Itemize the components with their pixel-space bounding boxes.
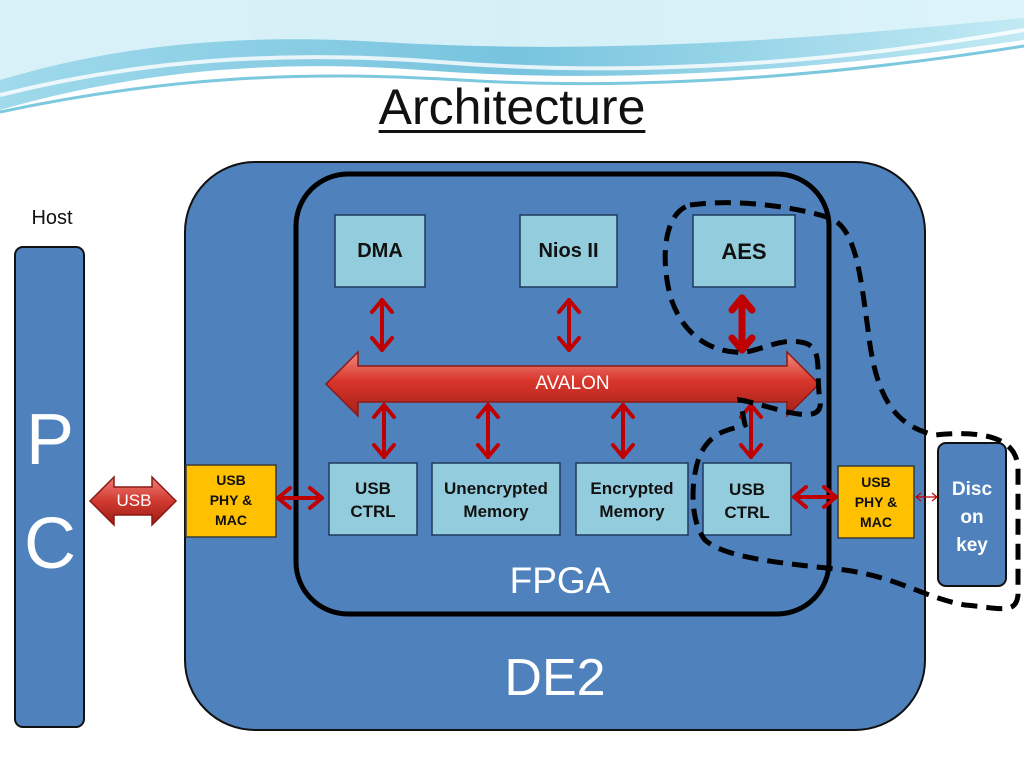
usb-arrow-label: USB (116, 491, 152, 510)
usb-phy-right-label: USB PHY & MAC (838, 472, 914, 532)
encrypted-bus-connector (611, 403, 635, 459)
nios-bus-connector (557, 298, 581, 352)
usb-ctrl-left-module[interactable] (328, 462, 418, 536)
secure-boundary-outline (662, 200, 1021, 612)
usb-phy-right[interactable] (837, 465, 915, 539)
usb-ctrl-left-bus-connector (372, 403, 396, 459)
unencrypted-line-2: Memory (463, 502, 529, 521)
pc-letter-c: C (24, 504, 76, 584)
header-wave (0, 0, 1024, 114)
dma-module[interactable] (334, 214, 426, 288)
phy-to-usb-ctrl-left-connector (276, 486, 324, 510)
unencrypted-line-1: Unencrypted (444, 479, 548, 498)
usb-ctrl-left-line-1: USB (355, 479, 391, 498)
disc-on-key-device[interactable] (937, 442, 1007, 587)
usb-phy-left-line-3: MAC (215, 512, 247, 528)
usb-ctrl-right-line-1: USB (729, 480, 765, 499)
usb-ctrl-right-to-phy-connector (792, 485, 838, 509)
disc-line-1: Disc (951, 479, 993, 500)
usb-phy-right-line-1: USB (861, 474, 891, 490)
usb-phy-left[interactable] (185, 464, 277, 538)
pc-bar (14, 246, 85, 728)
pc-letter-p: P (25, 400, 75, 480)
usb-ctrl-right-module[interactable] (702, 462, 792, 536)
disc-on-key-label: Disc on key (938, 476, 1006, 560)
nios-label: Nios II (538, 240, 599, 262)
usb-link-arrow (88, 475, 178, 527)
unencrypted-memory-module[interactable] (431, 462, 561, 536)
disc-line-2: on (960, 507, 984, 528)
encrypted-line-2: Memory (599, 502, 665, 521)
de2-label: DE2 (504, 649, 606, 707)
usb-phy-right-line-2: PHY & (854, 494, 898, 510)
encrypted-line-1: Encrypted (590, 479, 674, 498)
unencrypted-memory-label: Unencrypted Memory (432, 477, 560, 523)
usb-ctrl-left-line-2: CTRL (350, 502, 396, 521)
usb-ctrl-right-label: USB CTRL (703, 478, 791, 524)
aes-bus-connector (728, 294, 756, 354)
disc-line-3: key (956, 535, 988, 556)
encrypted-memory-label: Encrypted Memory (576, 477, 688, 523)
usb-phy-left-label: USB PHY & MAC (186, 470, 276, 530)
phy-to-disc-connector (915, 492, 938, 502)
dma-label: DMA (357, 240, 403, 262)
encrypted-memory-module[interactable] (575, 462, 689, 536)
dma-bus-connector (370, 298, 394, 352)
usb-ctrl-left-label: USB CTRL (329, 477, 417, 523)
unencrypted-bus-connector (476, 403, 500, 459)
avalon-bus-label: AVALON (535, 373, 610, 394)
fpga-label: FPGA (509, 560, 611, 601)
usb-phy-left-line-1: USB (216, 472, 246, 488)
nios-module[interactable] (519, 214, 618, 288)
page-title: Architecture (378, 79, 646, 135)
host-label: Host (31, 207, 73, 229)
usb-ctrl-right-line-2: CTRL (724, 503, 770, 522)
usb-phy-right-line-3: MAC (860, 514, 892, 530)
aes-label: AES (721, 239, 767, 264)
usb-phy-left-line-2: PHY & (209, 492, 253, 508)
aes-module[interactable] (692, 214, 796, 288)
